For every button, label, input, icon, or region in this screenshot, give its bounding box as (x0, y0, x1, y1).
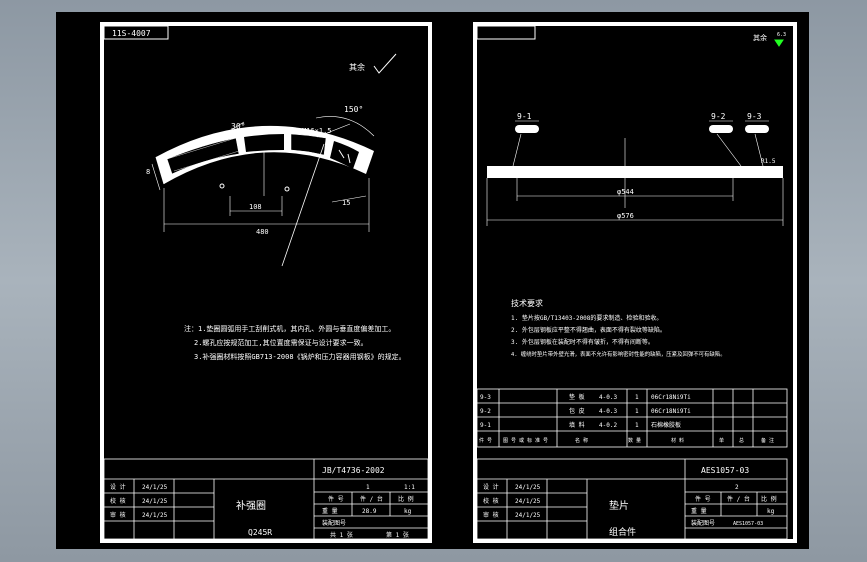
dim-length: 480 (256, 228, 269, 236)
label-ratio: 比 例 (761, 495, 777, 503)
requirement-1: 1. 垫片按GB/T13403-2008的要求制造、检验和验收。 (511, 314, 662, 322)
callout-9-1 (515, 120, 539, 133)
title-date-1: 24/1/25 (515, 484, 541, 491)
assembly-no: AES1057-03 (733, 521, 763, 527)
label-drawing: 装配图号 (691, 519, 715, 527)
standard-no: JB/T4736-2002 (322, 466, 385, 475)
callout-9-3 (745, 120, 769, 133)
value-qty: 2 (735, 484, 739, 491)
label-weight: 重 量 (691, 507, 707, 515)
part-name-1: 垫 板 (569, 393, 585, 401)
gasket-profile (486, 133, 784, 226)
title-date-2: 24/1/25 (142, 498, 168, 505)
label-count: 件 / 台 (727, 495, 750, 503)
dim-angle-30: 30° (231, 122, 245, 131)
material: Q245R (248, 528, 272, 537)
title-role-1: 设 计 (110, 483, 126, 491)
part-name: 补强圈 (236, 499, 266, 512)
dim-width-small: 15 (342, 199, 350, 207)
title-role-1: 设 计 (483, 483, 499, 491)
assembly-label: 组合件 (609, 526, 636, 538)
title-date-3: 24/1/25 (142, 512, 168, 519)
note-line-2: 2.螺孔应按规范加工,其位置度需保证与设计要求一致。 (194, 338, 368, 347)
part-material-2: 06Cr18Ni9Ti (651, 408, 691, 415)
parts-header-qty: 数 量 (628, 437, 641, 444)
roughness-note: 其余 (753, 33, 767, 42)
title-block (477, 458, 788, 539)
note-line-1: 注：1.垫圈圆弧用手工刮削式机，其内孔、外圆与垂直度偏差加工。 (184, 324, 395, 333)
dim-outer-dia: φ576 (617, 212, 634, 220)
dim-width-mid: 108 (249, 203, 262, 211)
label-ratio: 比 例 (398, 495, 414, 503)
label-weight: 重 量 (322, 507, 338, 515)
title-date-2: 24/1/25 (515, 498, 541, 505)
part-spec-1: 4-0.3 (599, 394, 617, 401)
ring-arc-section (155, 125, 374, 196)
value-weight: 28.9 (362, 508, 377, 515)
roughness-note: 其余 (349, 62, 365, 72)
title-role-2: 校 核 (110, 497, 126, 505)
label-count: 件 / 台 (360, 495, 383, 503)
callout-label-9-3: 9-3 (747, 112, 762, 121)
note-line-3: 3.补强圈材料按照GB713-2008《锅炉和压力容器用钢板》的规定。 (194, 352, 406, 361)
callout-9-2 (709, 120, 733, 133)
dim-inner-dia: φ544 (617, 188, 634, 196)
dimension-lines (151, 116, 375, 267)
part-material-3: 石棉橡胶板 (651, 421, 681, 429)
label-piece: 件 号 (328, 495, 344, 503)
part-qty-3: 1 (635, 422, 639, 429)
drawing-sheet-right[interactable]: 其余 6.3 9-1 (473, 22, 797, 543)
title-role-2: 校 核 (483, 497, 499, 505)
part-name-3: 填 料 (569, 421, 585, 429)
part-name-2: 包 皮 (569, 407, 585, 415)
drawing-no: AES1057-03 (701, 466, 749, 475)
parts-header-total: 总 (739, 437, 744, 444)
dim-thread: M16×1.5 (302, 127, 332, 135)
parts-header-remark: 备 注 (761, 437, 774, 444)
roughness-icon (774, 39, 784, 47)
parts-header-name: 名 称 (575, 437, 588, 444)
part-qty-2: 1 (635, 408, 639, 415)
drawing-sheet-left[interactable]: 11S-4007 其余 (100, 22, 432, 543)
value-qty: 1 (366, 484, 370, 491)
parts-header-material: 材 料 (671, 437, 684, 444)
dim-height: 8 (146, 168, 150, 176)
title-role-3: 审 核 (483, 511, 499, 519)
part-no-1: 9-3 (480, 394, 491, 401)
roughness-value: 6.3 (777, 32, 786, 38)
parts-header-std: 图 号 或 标 准 号 (503, 437, 548, 444)
title-role-3: 审 核 (110, 511, 126, 519)
requirement-2: 2. 外包层钢板应平整不得翘曲，表面不得有裂纹等缺陷。 (511, 326, 666, 334)
title-date-1: 24/1/25 (142, 484, 168, 491)
drawing-code: 11S-4007 (112, 29, 151, 38)
parts-header-no: 件 号 (479, 437, 492, 444)
dim-angle-150: 150° (344, 105, 363, 114)
requirement-3: 3. 外包层钢板在装配时不得有皱折，不得有间断等。 (511, 338, 654, 346)
label-page: 第 1 张 (386, 531, 409, 539)
parts-list (477, 388, 788, 448)
label-piece: 件 号 (695, 495, 711, 503)
cad-viewport[interactable]: 11S-4007 其余 (56, 12, 809, 549)
value-scale: 1:1 (404, 484, 415, 491)
label-drawing: 装配图号 (322, 519, 346, 527)
part-spec-2: 4-0.3 (599, 408, 617, 415)
part-material-1: 06Cr18Ni9Ti (651, 394, 691, 401)
parts-header-unit: 单 (719, 437, 724, 444)
roughness-icon (373, 53, 397, 74)
dim-right-label: R1.5 (761, 158, 776, 165)
callout-label-9-2: 9-2 (711, 112, 726, 121)
part-no-3: 9-1 (480, 422, 491, 429)
title-block (104, 458, 428, 539)
part-no-2: 9-2 (480, 408, 491, 415)
part-spec-3: 4-0.2 (599, 422, 617, 429)
label-sheet: 共 1 张 (330, 531, 353, 539)
part-qty-1: 1 (635, 394, 639, 401)
value-unit: kg (404, 508, 412, 515)
title-date-3: 24/1/25 (515, 512, 541, 519)
requirements-title: 技术要求 (511, 298, 543, 308)
requirement-4: 4. 缠绕时垫片带外壁光滑，表面不允许有影响密封性能的缺陷，压紧及回弹不可有缺陷… (511, 350, 726, 358)
callout-label-9-1: 9-1 (517, 112, 532, 121)
value-unit: kg (767, 508, 775, 515)
part-name: 垫片 (609, 499, 629, 512)
